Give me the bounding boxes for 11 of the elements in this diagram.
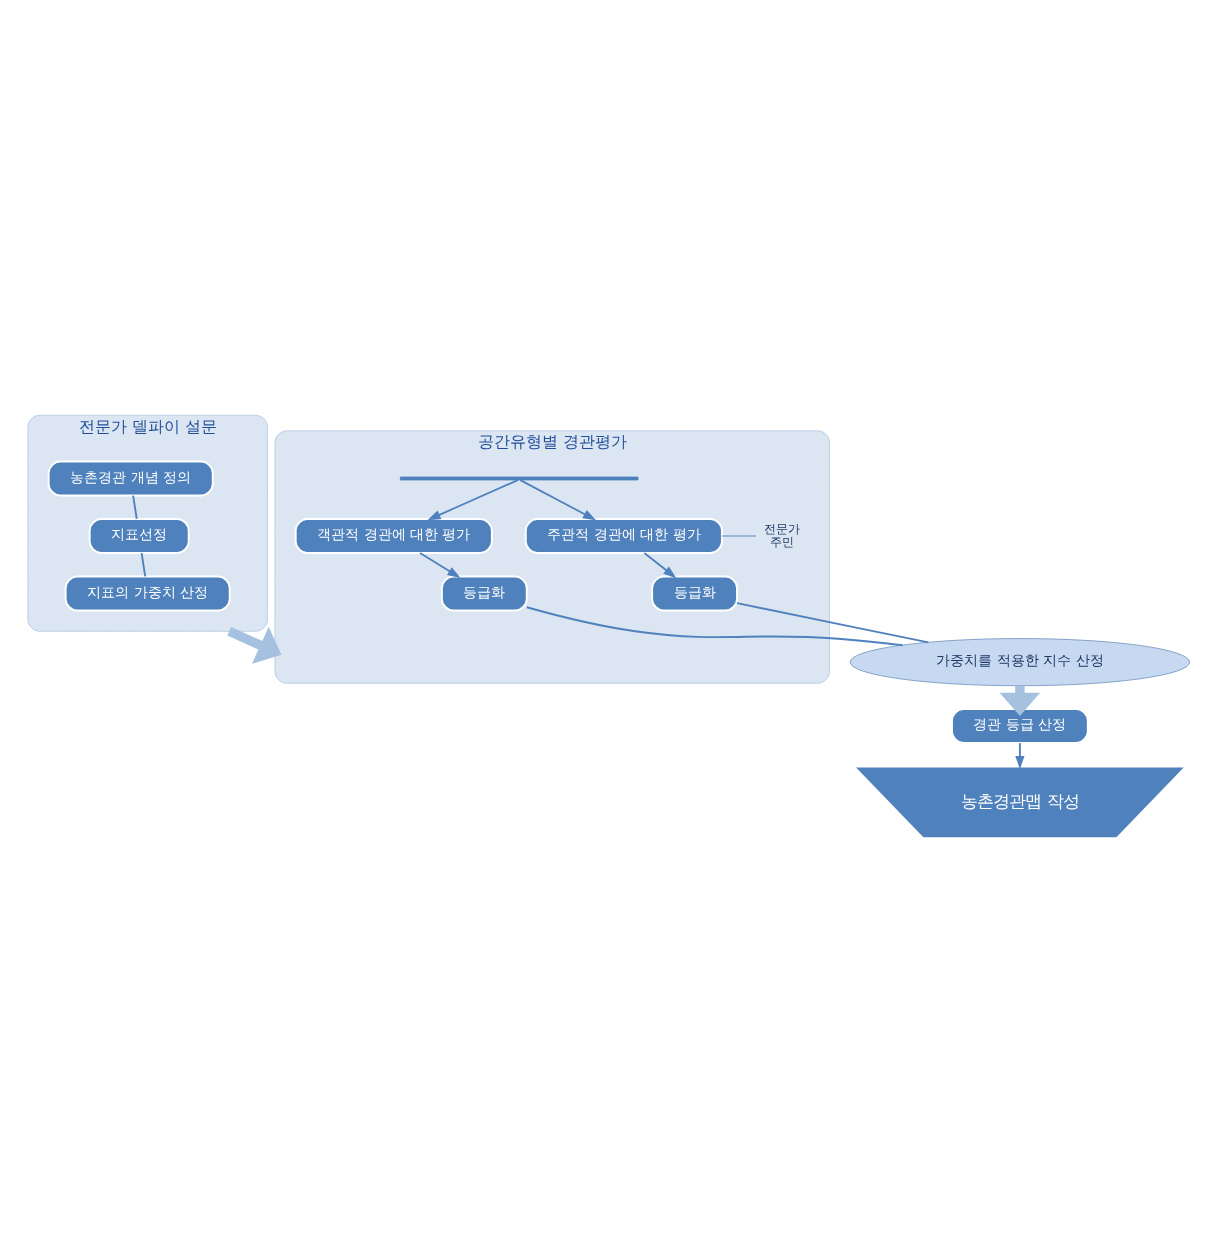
connector xyxy=(132,494,138,520)
arrow xyxy=(227,626,282,664)
connector xyxy=(736,602,930,644)
arrow xyxy=(643,552,677,579)
connector xyxy=(525,606,904,647)
arrow xyxy=(519,479,597,521)
arrow xyxy=(419,552,461,579)
connector xyxy=(140,552,147,578)
node-bar xyxy=(399,476,639,481)
arrow xyxy=(1015,742,1025,770)
arrow xyxy=(427,479,519,521)
